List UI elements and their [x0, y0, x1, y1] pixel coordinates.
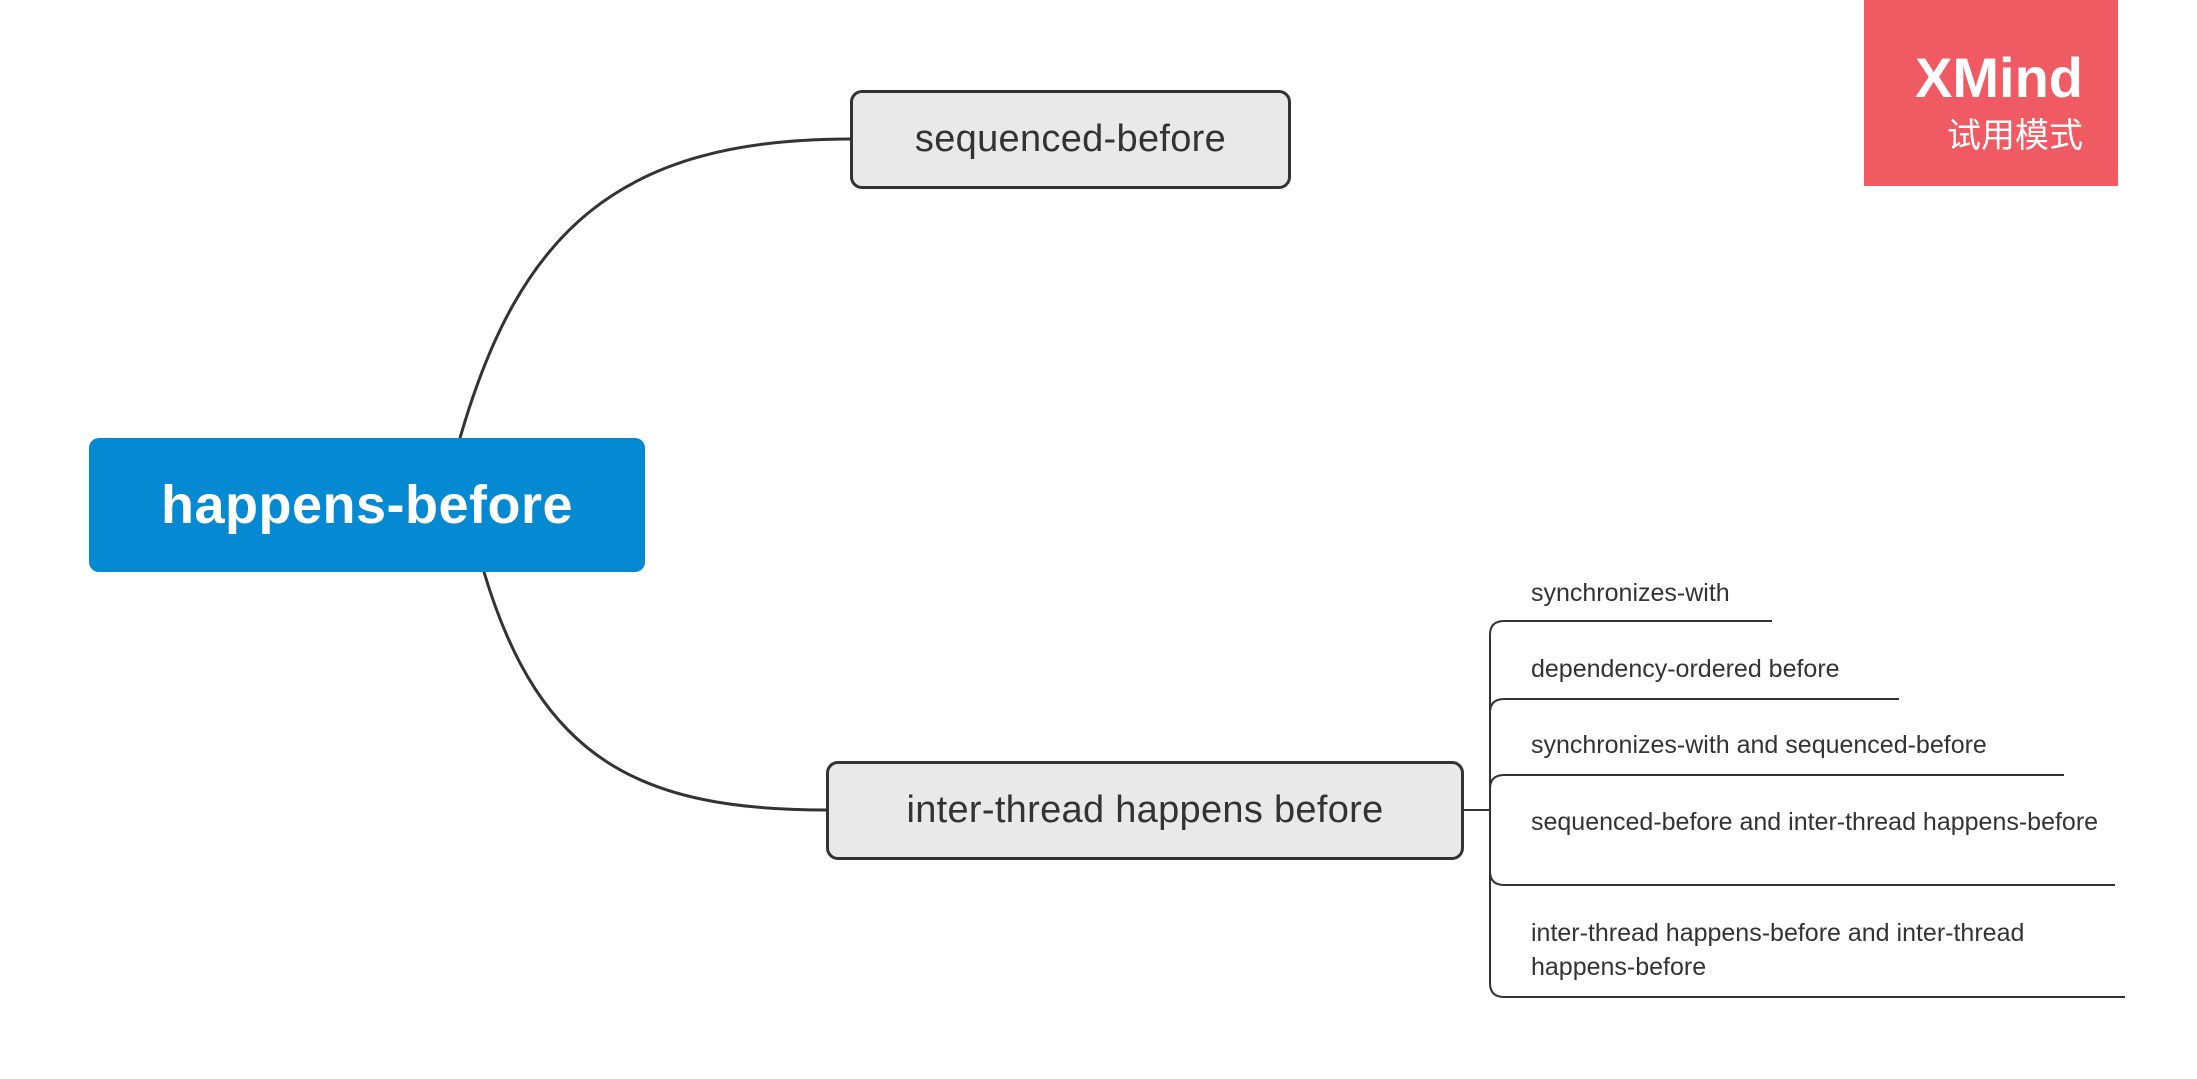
topic-sequenced-before[interactable]: sequenced-before [850, 90, 1291, 189]
topic-inter-thread-happens-before[interactable]: inter-thread happens before [826, 761, 1464, 860]
connector-central-to-sequenced-before [458, 137, 852, 440]
topic-label: inter-thread happens before [906, 789, 1384, 831]
central-topic[interactable]: happens-before [89, 438, 645, 572]
subtopic-synchronizes-with-and-sequenced-before[interactable]: synchronizes-with and sequenced-before [1531, 731, 1987, 759]
subtopic-synchronizes-with[interactable]: synchronizes-with [1531, 579, 1730, 607]
connector-child-dependency-ordered-before [1489, 698, 1899, 714]
connector-central-to-inter-thread [482, 570, 828, 812]
connector-child-synchronizes-with [1489, 620, 1772, 636]
connector-child-inter-thread-and-inter-thread [1489, 982, 2125, 998]
connector-child-synchronizes-with-and-sequenced-before [1489, 774, 2064, 790]
topic-label: sequenced-before [914, 118, 1227, 160]
watermark-trial-mode-text: 试用模式 [1947, 117, 2083, 155]
subtopic-sequenced-before-and-inter-thread[interactable]: sequenced-before and inter-thread happen… [1531, 808, 2099, 836]
connector-child-sequenced-before-and-inter-thread [1489, 870, 2115, 886]
subtopic-dependency-ordered-before[interactable]: dependency-ordered before [1531, 655, 1840, 683]
watermark-logo-text: XMind [1915, 46, 2083, 109]
trial-watermark-badge: XMind 试用模式 [1864, 0, 2118, 186]
central-topic-label: happens-before [160, 475, 574, 535]
subtopic-inter-thread-and-inter-thread[interactable]: inter-thread happens-before and inter-th… [1531, 919, 2025, 981]
